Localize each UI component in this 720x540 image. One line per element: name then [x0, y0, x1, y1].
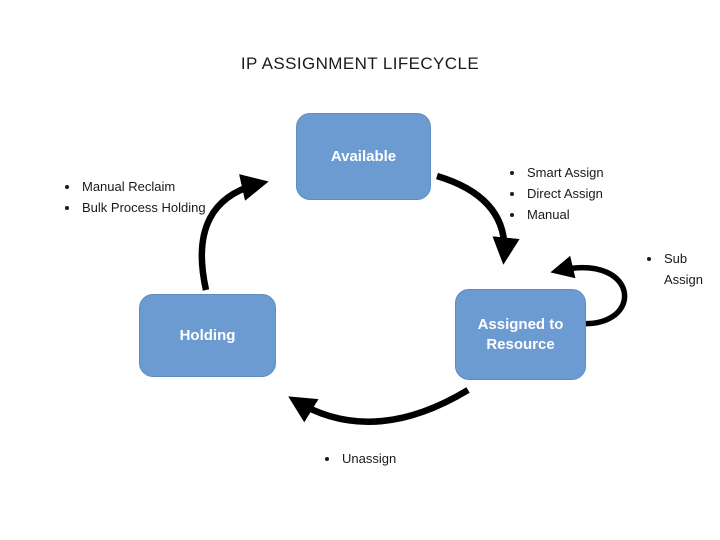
- arrow-holding-to-available: [198, 174, 269, 291]
- list-item-unassign: Unassign: [340, 448, 396, 469]
- reclaim-list: Manual Reclaim Bulk Process Holding: [60, 176, 206, 218]
- node-available: Available: [296, 113, 431, 200]
- list-item-direct-assign: Direct Assign: [525, 183, 604, 204]
- node-assigned-label: Assigned to Resource: [477, 316, 564, 353]
- list-item-manual-reclaim: Manual Reclaim: [80, 176, 206, 197]
- arrow-available-to-assigned: [436, 172, 520, 265]
- node-holding: Holding: [139, 294, 276, 377]
- list-item-smart-assign: Smart Assign: [525, 162, 604, 183]
- arrow-assigned-to-holding: [288, 387, 470, 425]
- list-item-bulk-process-holding: Bulk Process Holding: [80, 197, 206, 218]
- list-item-sub-assign: Sub Assign: [662, 248, 720, 290]
- node-available-label: Available: [330, 147, 397, 165]
- diagram-title: IP ASSIGNMENT LIFECYCLE: [240, 54, 480, 73]
- assign-methods-list: Smart Assign Direct Assign Manual: [505, 162, 604, 225]
- sub-assign-list: Sub Assign: [642, 248, 720, 290]
- arrow-sub-assign-loop: [550, 255, 628, 327]
- list-item-manual: Manual: [525, 204, 604, 225]
- node-holding-label: Holding: [179, 326, 236, 344]
- node-assigned-to-resource: Assigned to Resource: [455, 289, 586, 380]
- unassign-list: Unassign: [320, 448, 396, 469]
